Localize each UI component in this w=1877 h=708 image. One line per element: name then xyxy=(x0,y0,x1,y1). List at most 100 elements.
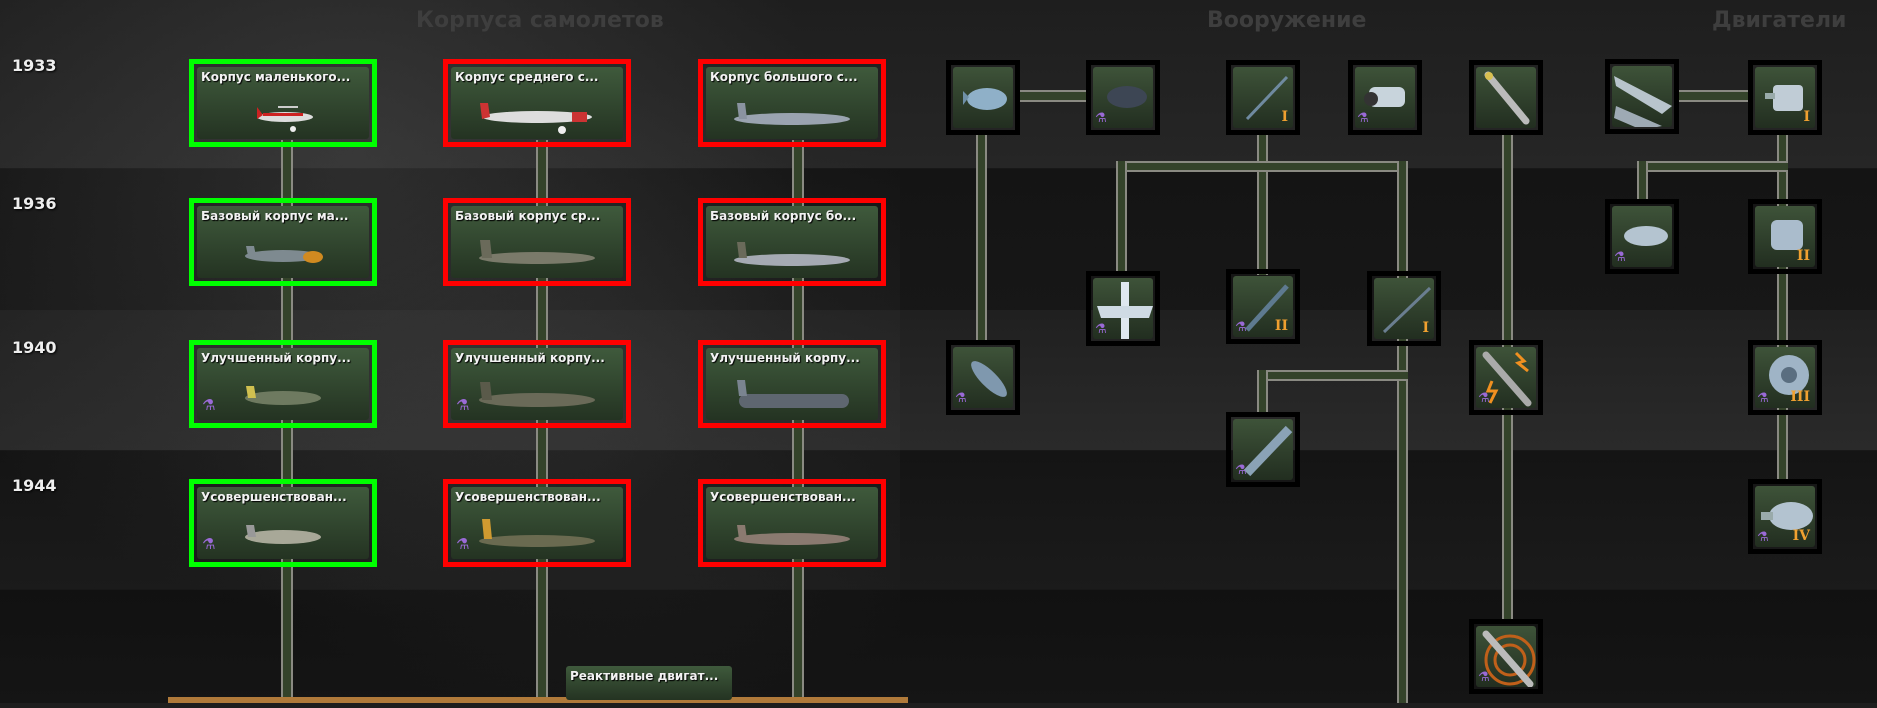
timeline-bar xyxy=(168,697,908,703)
tech-engine-1[interactable]: I xyxy=(1748,60,1822,135)
tech-torpedo[interactable]: ⚗ xyxy=(946,340,1020,415)
plane-icon xyxy=(479,519,595,547)
tech-drop-tank[interactable]: ⚗ xyxy=(1605,199,1679,274)
airframe-small-1944[interactable]: Усовершенствован... ⚗ xyxy=(189,479,377,567)
connector-line xyxy=(1675,90,1753,102)
tech-heavy-fighter[interactable]: ⚗ xyxy=(1086,271,1160,346)
radar-rocket-icon xyxy=(1482,630,1536,687)
tier-badge: II xyxy=(1796,248,1810,264)
airframe-large-1940[interactable]: Улучшенный корпу... xyxy=(698,340,886,428)
connector-line xyxy=(1637,161,1788,172)
fighter-icon xyxy=(245,386,321,405)
plane-icon xyxy=(480,103,592,134)
rocket-icon xyxy=(1484,71,1530,125)
connector-line xyxy=(1257,370,1408,381)
tech-bomb[interactable] xyxy=(946,60,1020,135)
flask-icon: ⚗ xyxy=(1757,391,1769,406)
tech-heavy-bomb[interactable]: ⚗ xyxy=(1086,60,1160,135)
flask-icon: ⚗ xyxy=(1478,670,1490,685)
card-title: Улучшенный корпу... xyxy=(710,351,860,365)
card-title: Корпус большого с... xyxy=(710,70,858,84)
connector-line xyxy=(1777,130,1788,483)
cannon-icon xyxy=(1364,87,1405,107)
year-1944: 1944 xyxy=(12,476,57,495)
engine-icon xyxy=(1769,355,1809,395)
airframe-medium-1944[interactable]: Усовершенствован... ⚗ xyxy=(443,479,631,567)
airframe-medium-1936[interactable]: Базовый корпус ср... xyxy=(443,198,631,286)
flask-icon: ⚗ xyxy=(1614,250,1626,265)
flask-icon: ⚗ xyxy=(456,535,470,553)
tech-heavy-machine-gun-1[interactable]: I xyxy=(1367,271,1441,346)
tech-jet-planes[interactable] xyxy=(1605,59,1679,134)
year-1936: 1936 xyxy=(12,194,57,213)
bomb-icon xyxy=(963,88,1007,110)
plane-icon xyxy=(479,382,595,407)
tier-badge: I xyxy=(1281,109,1288,125)
connector-line xyxy=(1257,130,1268,275)
tech-autocannon[interactable]: ⚗ xyxy=(1226,412,1300,487)
airframe-small-1940[interactable]: Улучшенный корпу...⚗ xyxy=(189,340,377,428)
tier-badge: II xyxy=(1274,318,1288,334)
card-title: Базовый корпус бо... xyxy=(710,209,857,223)
torpedo-icon xyxy=(971,361,1007,397)
autocannon-icon xyxy=(1243,425,1293,477)
connector-line xyxy=(1397,161,1408,703)
tier-badge: IV xyxy=(1792,528,1810,544)
card-title: Усовершенствован... xyxy=(455,490,601,504)
jet-engines-card[interactable]: Реактивные двигат... xyxy=(558,658,740,708)
engine-icon xyxy=(1771,220,1803,250)
bomber-icon xyxy=(734,242,850,266)
header-engines: Двигатели xyxy=(1712,8,1847,33)
tech-rocket[interactable] xyxy=(1469,60,1543,135)
tier-badge: I xyxy=(1803,109,1810,125)
guided-rocket-icon xyxy=(1482,351,1532,407)
bomber-icon xyxy=(734,525,850,545)
airframe-medium-1940[interactable]: Улучшенный корпу...⚗ xyxy=(443,340,631,428)
airframe-large-1936[interactable]: Базовый корпус бо... xyxy=(698,198,886,286)
connector-line xyxy=(1637,161,1648,203)
connector-line xyxy=(1116,161,1408,172)
flask-icon: ⚗ xyxy=(1095,111,1107,126)
connector-line xyxy=(1257,370,1268,415)
heavy-fighter-icon xyxy=(1097,282,1153,339)
connector-line xyxy=(976,130,987,345)
tech-radar-rocket[interactable]: ⚗ xyxy=(1469,619,1543,694)
drop-tank-icon xyxy=(1624,226,1668,246)
tech-engine-3[interactable]: ⚗ III xyxy=(1748,340,1822,415)
card-title: Корпус маленького... xyxy=(201,70,351,84)
header-airframes: Корпуса самолетов xyxy=(416,8,664,33)
tier-badge: III xyxy=(1790,389,1810,405)
flask-icon: ⚗ xyxy=(202,396,216,414)
tech-engine-2[interactable]: II xyxy=(1748,199,1822,274)
tech-cannon[interactable]: ⚗ xyxy=(1348,60,1422,135)
biplane-icon xyxy=(257,106,313,132)
bomber-icon xyxy=(734,103,850,125)
jet-planes-icon xyxy=(1614,76,1672,127)
airframe-small-1933[interactable]: Корпус маленького... xyxy=(189,59,377,147)
flask-icon: ⚗ xyxy=(1357,111,1369,126)
connector-line xyxy=(1116,161,1127,275)
airframe-medium-1933[interactable]: Корпус среднего с... xyxy=(443,59,631,147)
bomber-icon xyxy=(737,380,849,408)
machine-gun-icon xyxy=(1245,75,1289,121)
flask-icon: ⚗ xyxy=(1478,391,1490,406)
engine-icon xyxy=(1765,85,1803,111)
tech-guided-rocket[interactable]: ⚗ xyxy=(1469,340,1543,415)
card-title: Базовый корпус ма... xyxy=(201,209,349,223)
card-title: Базовый корпус ср... xyxy=(455,209,601,223)
tech-machine-gun-2[interactable]: ⚗II xyxy=(1226,269,1300,344)
flask-icon: ⚗ xyxy=(955,391,967,406)
airframe-small-1936[interactable]: Базовый корпус ма... xyxy=(189,198,377,286)
airframe-large-1944[interactable]: Усовершенствован... xyxy=(698,479,886,567)
header-weapons: Вооружение xyxy=(1207,8,1367,33)
flask-icon: ⚗ xyxy=(202,535,216,553)
year-1933: 1933 xyxy=(12,56,57,75)
tech-engine-4[interactable]: ⚗ IV xyxy=(1748,479,1822,554)
card-title: Усовершенствован... xyxy=(710,490,856,504)
airframe-large-1933[interactable]: Корпус большого с... xyxy=(698,59,886,147)
card-title: Усовершенствован... xyxy=(201,490,347,504)
flask-icon: ⚗ xyxy=(1757,530,1769,545)
tech-machine-gun-1[interactable]: I xyxy=(1226,60,1300,135)
tier-badge: I xyxy=(1422,320,1429,336)
card-title: Реактивные двигат... xyxy=(570,669,719,683)
